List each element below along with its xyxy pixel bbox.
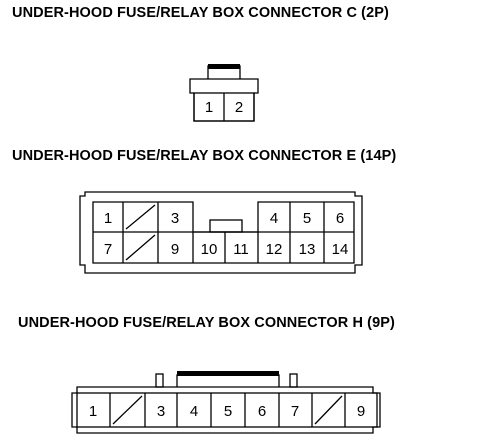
connector-e: 1 3 4 5 6 7 9 10 11 12 13 14 [79, 191, 363, 274]
connector-e-pin: 10 [201, 241, 218, 258]
connector-c: 1 2 [189, 64, 259, 122]
connector-h: 1 3 4 5 6 7 9 [71, 371, 381, 434]
connector-e-pin: 4 [270, 210, 278, 227]
connector-h-latch [176, 374, 280, 387]
connector-h-title: UNDER-HOOD FUSE/RELAY BOX CONNECTOR H (9… [18, 315, 395, 331]
connector-e-pin: 14 [332, 241, 349, 258]
connector-e-pin: 3 [171, 210, 179, 227]
connector-h-pin: 5 [224, 403, 232, 420]
connector-c-pin: 2 [235, 99, 243, 116]
connector-e-pin: 9 [171, 241, 179, 258]
connector-e-title: UNDER-HOOD FUSE/RELAY BOX CONNECTOR E (1… [12, 148, 397, 164]
connector-c-latch-bar [208, 64, 240, 69]
connector-e-empty-cavity [125, 204, 156, 230]
connector-e-pin: 7 [104, 241, 112, 258]
connector-h-pin: 3 [157, 403, 165, 420]
connector-h-empty-cavity [314, 395, 343, 425]
connector-h-pin-area [76, 392, 378, 428]
connector-e-pin-area [92, 201, 355, 264]
connector-c-pin: 1 [205, 99, 213, 116]
connector-h-latch-bar [177, 371, 279, 376]
connector-e-pin: 12 [266, 241, 283, 258]
connector-e-empty-cavity [125, 234, 156, 261]
connector-c-title: UNDER-HOOD FUSE/RELAY BOX CONNECTOR C (2… [12, 5, 389, 21]
connector-h-post [155, 373, 164, 388]
connector-h-post [289, 373, 298, 388]
connector-e-pin: 1 [104, 210, 112, 227]
connector-h-pin: 7 [291, 403, 299, 420]
connector-e-pin: 13 [299, 241, 316, 258]
connector-h-pin: 9 [357, 403, 365, 420]
connector-h-pin: 1 [89, 403, 97, 420]
connector-h-pin: 4 [190, 403, 198, 420]
connector-e-shell [79, 191, 363, 274]
connector-e-pin: 5 [303, 210, 311, 227]
connector-h-pin: 6 [258, 403, 266, 420]
connector-e-key [209, 219, 243, 233]
connector-h-empty-cavity [112, 395, 143, 425]
connector-e-pin: 11 [233, 241, 249, 258]
connector-e-pin: 6 [336, 210, 344, 227]
